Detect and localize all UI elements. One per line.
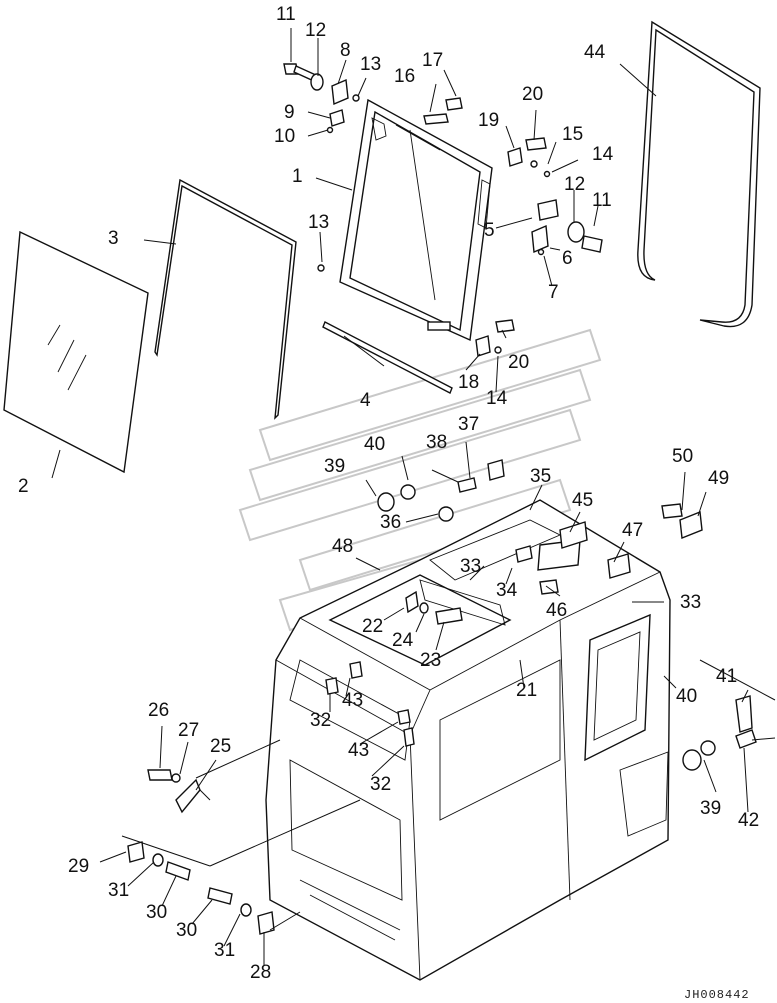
callout-8: 8 bbox=[340, 40, 351, 61]
callout-27: 27 bbox=[178, 720, 199, 741]
callout-41: 41 bbox=[716, 666, 737, 687]
callout-13: 13 bbox=[308, 212, 329, 233]
callout-5: 5 bbox=[484, 220, 495, 241]
callout-28: 28 bbox=[250, 962, 271, 983]
callout-17: 17 bbox=[422, 50, 443, 71]
callout-30: 30 bbox=[176, 920, 197, 941]
callout-33: 33 bbox=[680, 592, 701, 613]
callout-34: 34 bbox=[496, 580, 518, 601]
callout-49: 49 bbox=[708, 468, 729, 489]
window-rail bbox=[322, 321, 453, 394]
glass-seal-strip bbox=[154, 178, 297, 420]
callout-3: 3 bbox=[108, 228, 119, 249]
callout-35: 35 bbox=[530, 466, 551, 487]
callout-7: 7 bbox=[548, 282, 559, 303]
callout-22: 22 bbox=[362, 616, 383, 637]
callout-12: 12 bbox=[564, 174, 585, 195]
callout-37: 37 bbox=[458, 414, 479, 435]
leader-lines bbox=[51, 28, 776, 966]
callout-20: 20 bbox=[508, 352, 529, 373]
callout-39: 39 bbox=[324, 456, 345, 477]
callout-16: 16 bbox=[394, 66, 415, 87]
callout-46: 46 bbox=[546, 600, 567, 621]
callout-14: 14 bbox=[592, 144, 614, 165]
glass-pane bbox=[3, 230, 149, 474]
callout-26: 26 bbox=[148, 700, 169, 721]
callout-6: 6 bbox=[562, 248, 573, 269]
callout-labels: 11 12 8 13 17 16 9 10 20 19 15 14 44 1 1… bbox=[18, 4, 759, 983]
callout-4: 4 bbox=[360, 390, 371, 411]
callout-31: 31 bbox=[108, 880, 129, 901]
callout-43: 43 bbox=[348, 740, 369, 761]
callout-1: 1 bbox=[292, 166, 303, 187]
callout-25: 25 bbox=[210, 736, 231, 757]
callout-43: 43 bbox=[342, 690, 363, 711]
callout-50: 50 bbox=[672, 446, 693, 467]
drawing-code: JH008442 bbox=[684, 988, 750, 1002]
callout-33: 33 bbox=[460, 556, 481, 577]
callout-11: 11 bbox=[592, 190, 612, 211]
callout-10: 10 bbox=[274, 126, 295, 147]
window-frame bbox=[339, 98, 493, 342]
callout-19: 19 bbox=[478, 110, 499, 131]
callout-15: 15 bbox=[562, 124, 583, 145]
callout-31: 31 bbox=[214, 940, 235, 961]
callout-39: 39 bbox=[700, 798, 721, 819]
callout-13: 13 bbox=[360, 54, 381, 75]
callout-21: 21 bbox=[516, 680, 537, 701]
callout-2: 2 bbox=[18, 476, 29, 497]
callout-44: 44 bbox=[584, 42, 606, 63]
callout-48: 48 bbox=[332, 536, 353, 557]
callout-42: 42 bbox=[738, 810, 759, 831]
callout-45: 45 bbox=[572, 490, 593, 511]
callout-23: 23 bbox=[420, 650, 441, 671]
door-weatherstrip bbox=[637, 20, 761, 328]
callout-24: 24 bbox=[392, 630, 414, 651]
cab-body bbox=[265, 499, 671, 981]
callout-32: 32 bbox=[310, 710, 331, 731]
callout-9: 9 bbox=[284, 102, 295, 123]
callout-20: 20 bbox=[522, 84, 543, 105]
cab-hardware bbox=[127, 459, 757, 935]
callout-32: 32 bbox=[370, 774, 391, 795]
callout-40: 40 bbox=[676, 686, 697, 707]
callout-11: 11 bbox=[276, 4, 296, 25]
callout-36: 36 bbox=[380, 512, 401, 533]
callout-18: 18 bbox=[458, 372, 479, 393]
callout-38: 38 bbox=[426, 432, 447, 453]
callout-12: 12 bbox=[305, 20, 326, 41]
callout-40: 40 bbox=[364, 434, 385, 455]
callout-29: 29 bbox=[68, 856, 89, 877]
callout-47: 47 bbox=[622, 520, 643, 541]
callout-14: 14 bbox=[486, 388, 508, 409]
callout-30: 30 bbox=[146, 902, 167, 923]
